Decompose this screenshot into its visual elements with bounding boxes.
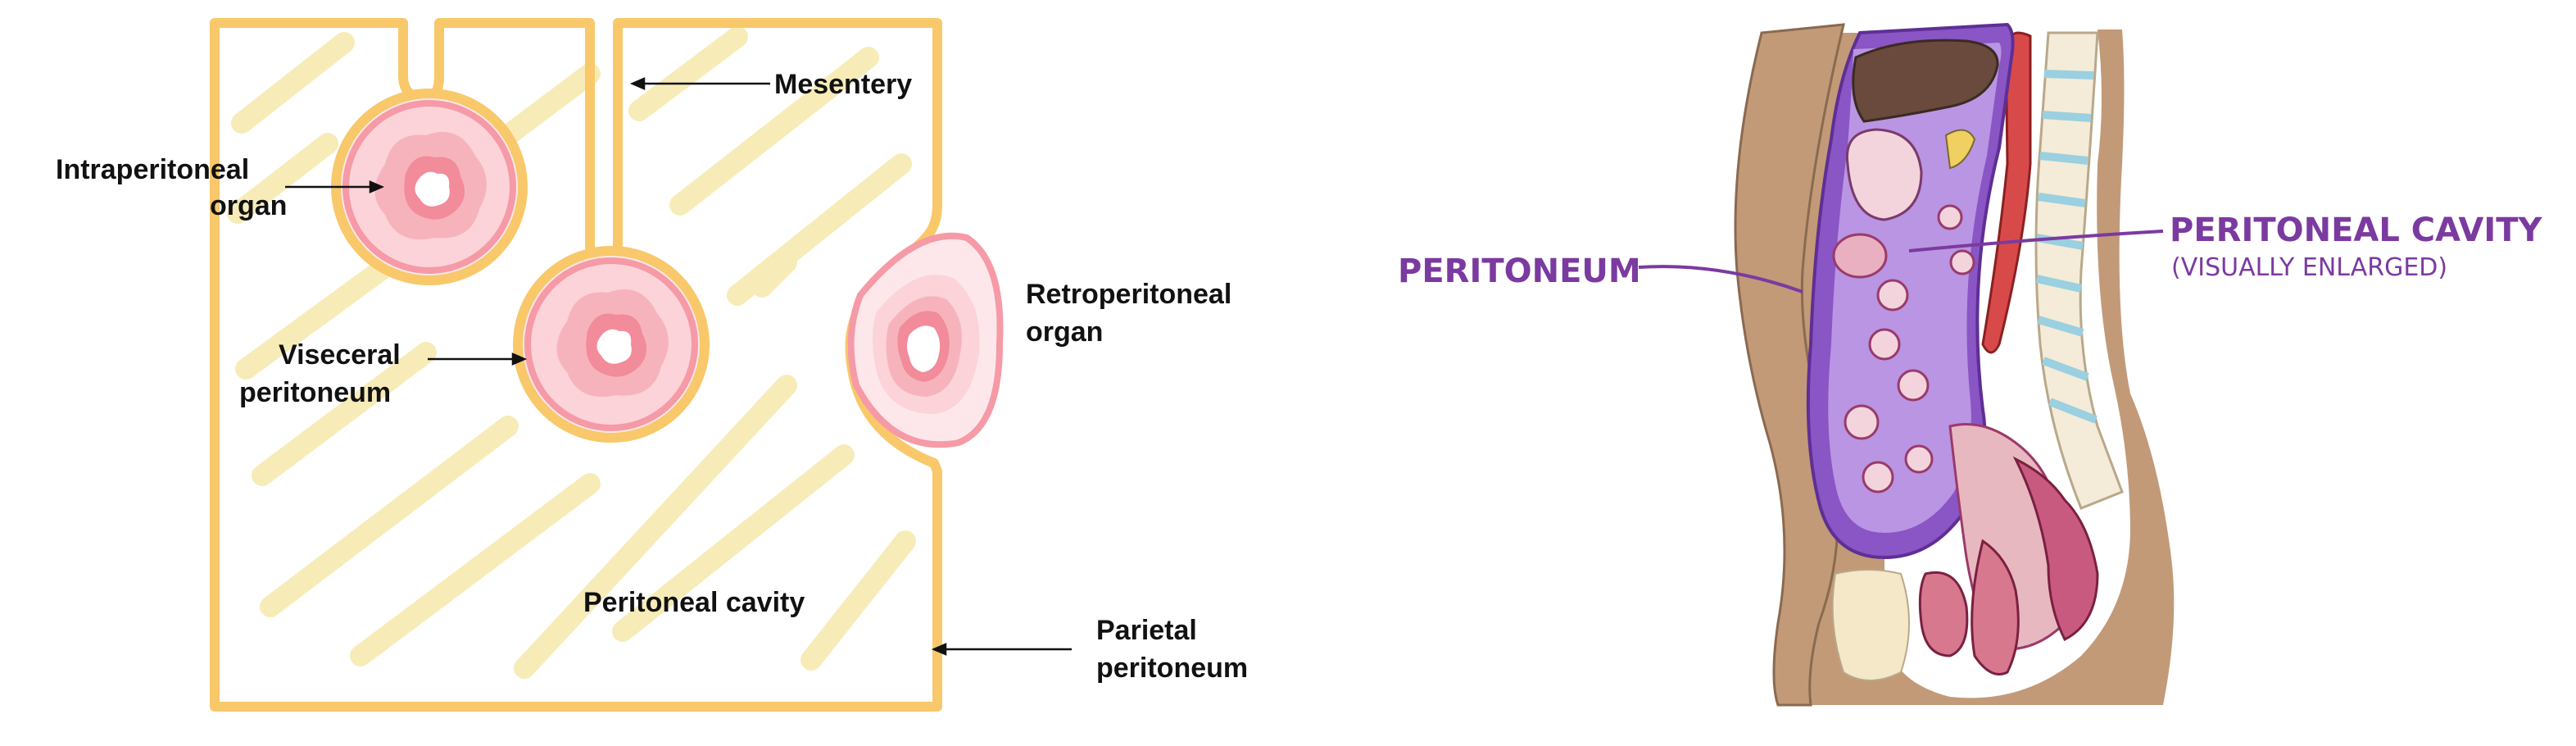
visceral-organ [513, 246, 710, 443]
intraperitoneal-organ [331, 89, 528, 285]
label-parietal-1: Parietal [1096, 615, 1197, 646]
pancreas [1944, 129, 1976, 170]
label-retroperitoneal-2: organ [1026, 316, 1103, 348]
label-peritoneal-cavity: Peritoneal cavity [583, 587, 805, 618]
mesentery-stalk-1 [415, 23, 428, 92]
label-peritoneal-cavity-right: PERITONEAL CAVITY [2170, 212, 2543, 249]
label-mesentery: Mesentery [774, 69, 912, 100]
leader-arrows [285, 77, 1072, 656]
body-outline [1734, 23, 1845, 707]
intestine-loops [1832, 204, 1975, 494]
stomach [1845, 128, 1923, 221]
cavity-stripes [227, 26, 916, 679]
right-diagram: PERITONEUM PERITONEAL CAVITY (VISUALLY E… [1398, 22, 2543, 707]
label-peritoneum: PERITONEUM [1398, 252, 1641, 290]
label-parietal-2: peritoneum [1096, 653, 1248, 684]
label-intraperitoneal-2: organ [210, 190, 287, 221]
aorta [1981, 31, 2032, 354]
label-intraperitoneal-1: Intraperitoneal [56, 154, 249, 185]
pelvic-organs [1831, 423, 2099, 681]
peritoneum-leader [1638, 265, 1803, 293]
retroperitoneal-organ [847, 232, 1004, 448]
left-diagram: Mesentery Intraperitoneal organ Visecera… [56, 18, 1248, 712]
label-retroperitoneal-1: Retroperitoneal [1026, 279, 1231, 310]
label-visceral-2: peritoneum [239, 377, 391, 408]
liver [1852, 39, 1999, 123]
spine [2034, 31, 2124, 510]
cavity-leader [1908, 230, 2164, 252]
label-cavity-note: (VISUALLY ENLARGED) [2171, 253, 2447, 282]
label-visceral-1: Viseceral [279, 339, 401, 371]
